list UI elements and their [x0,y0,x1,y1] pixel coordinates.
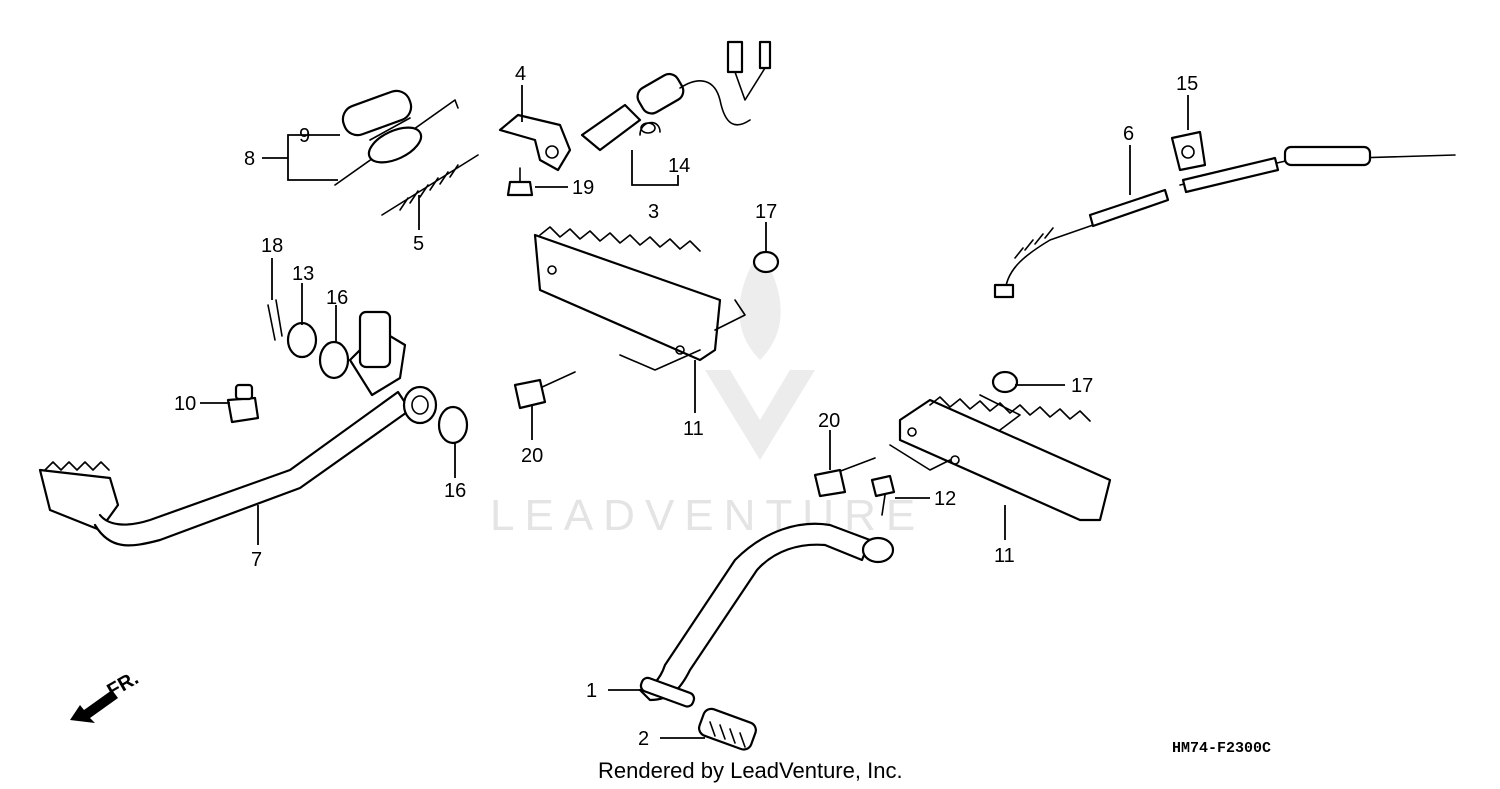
render-credit: Rendered by LeadVenture, Inc. [598,758,903,783]
callout-6: 6 [1123,123,1134,145]
bolt-19 [506,167,534,197]
callout-20-right: 20 [818,410,840,432]
cotter-pin [267,299,283,341]
nut-10 [226,383,260,424]
watermark-flame-icon [739,250,781,360]
callout-16-bottom: 16 [444,480,466,502]
bolt-20-left [513,371,576,410]
shift-pedal [638,522,895,708]
callout-17-top: 17 [755,201,777,223]
callout-16-top: 16 [326,287,348,309]
brake-pedal [38,310,438,547]
circlip [639,121,661,136]
washer-13 [286,321,318,359]
ring-16-top [318,340,350,380]
collar-17-right [991,370,1019,394]
bolt-20-right [813,457,876,498]
leader-lines [200,85,1189,739]
watermark-v-icon [705,370,815,460]
footpeg-left [533,226,746,371]
cable-clip [1170,130,1207,172]
callout-13: 13 [292,263,314,285]
callout-1: 1 [586,680,597,702]
callout-7: 7 [251,549,262,571]
return-spring [381,154,479,216]
switch-assembly [498,40,772,172]
callout-15: 15 [1176,73,1198,95]
callout-11-left: 11 [683,418,704,440]
front-arrow-icon [70,690,118,723]
callout-20-left: 20 [521,445,543,467]
callout-19: 19 [572,177,594,199]
watermark-brand: LEADVENTURE [490,491,925,540]
callout-3: 3 [648,201,659,223]
callout-8: 8 [244,148,255,170]
pedal-rubber [697,707,757,751]
spring-set [334,89,459,186]
callout-17-right: 17 [1071,375,1093,397]
callout-11-right: 11 [994,545,1015,567]
callout-12: 12 [934,488,956,510]
front-direction-marker: FR. [70,667,142,723]
callout-5: 5 [413,233,424,255]
collar-17-top [752,250,780,274]
callout-9: 9 [299,125,310,147]
callout-4: 4 [515,63,526,85]
callout-2: 2 [638,728,649,750]
footpeg-right [889,394,1112,522]
callouts: 1 2 3 4 5 6 7 8 9 10 11 11 12 13 14 15 1… [174,63,1198,750]
ring-16-bottom [437,405,469,445]
callout-14: 14 [668,155,690,177]
callout-10: 10 [174,393,196,415]
brake-cable [993,145,1456,299]
callout-18: 18 [261,235,283,257]
bolt-12 [870,474,896,516]
diagram-code: HM74-F2300C [1172,740,1271,757]
